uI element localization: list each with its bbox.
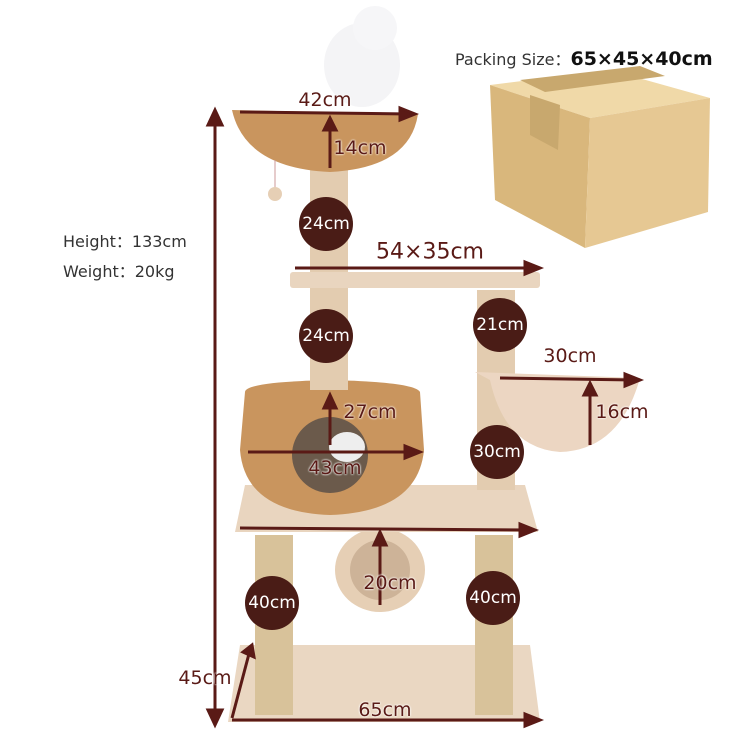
hanging-ball-toy (268, 187, 282, 201)
label-hammock-width: 30cm (543, 345, 597, 367)
label-hammock-depth: 16cm (595, 401, 649, 423)
lower-right-post (475, 535, 513, 715)
packing-size-label: Packing Size： (455, 50, 571, 69)
label-top-bowl-width: 42cm (298, 89, 352, 111)
label-tunnel: 20cm (363, 572, 417, 594)
badge-post-2: 24cm (299, 309, 353, 363)
badge-post-left-lower: 40cm (245, 576, 299, 630)
packing-size-value: 65×45×40cm (570, 48, 713, 70)
badge-post-right-middle: 30cm (470, 425, 524, 479)
label-condo-width: 43cm (308, 457, 362, 479)
label-platform: 54×35cm (376, 239, 484, 265)
top-wicker-bowl (232, 110, 418, 172)
height-spec: Height：133cm (63, 232, 187, 251)
label-base-depth: 45cm (178, 667, 232, 689)
packing-size: Packing Size：65×45×40cm (455, 46, 713, 70)
upper-platform (290, 272, 540, 288)
shipping-box (490, 66, 710, 248)
hammock (475, 372, 640, 452)
badge-post-1: 24cm (299, 197, 353, 251)
badge-post-right-upper: 21cm (473, 298, 527, 352)
badge-post-right-lower: 40cm (466, 571, 520, 625)
label-base-width: 65cm (358, 699, 412, 721)
label-top-bowl-depth: 14cm (333, 137, 387, 159)
label-condo-height: 27cm (343, 401, 397, 423)
base-platform (228, 645, 540, 722)
weight-spec: Weight：20kg (63, 262, 175, 281)
dimension-arrows (205, 105, 645, 729)
